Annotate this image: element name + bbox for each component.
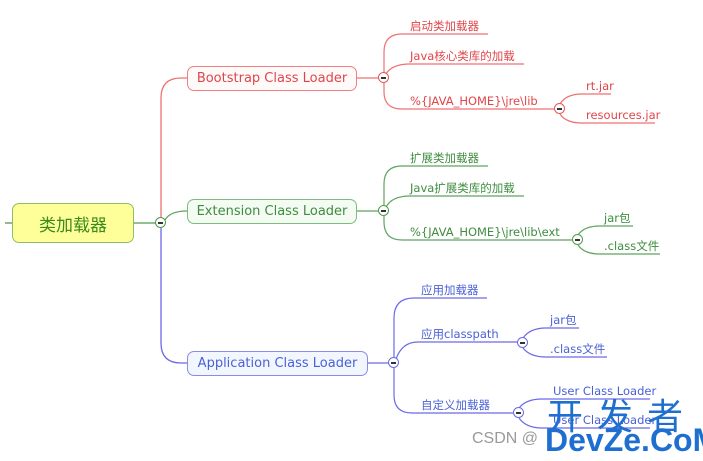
connector-a2 (395, 341, 518, 360)
leaf-user-loader-2[interactable]: User Class Loader (553, 413, 657, 427)
leaf-ext-jar[interactable]: jar包 (604, 211, 631, 225)
connector-a3 (393, 368, 513, 414)
root-node[interactable]: 类加载器 (12, 203, 134, 243)
leaf-resources-jar[interactable]: resources.jar (586, 108, 661, 122)
leaf-user-loader-1[interactable]: User Class Loader (553, 384, 657, 398)
connector-bootstrap (160, 77, 187, 218)
collapse-bootstrap-path-icon[interactable] (554, 103, 565, 114)
leaf-app-custom[interactable]: 自定义加载器 (421, 398, 490, 412)
collapse-root-icon[interactable] (155, 217, 166, 228)
collapse-bootstrap-icon[interactable] (378, 72, 389, 83)
collapse-extension-path-icon[interactable] (572, 234, 583, 245)
leaf-extension-ext[interactable]: 扩展类加载器 (410, 151, 479, 165)
leaf-extension-lib[interactable]: Java扩展类库的加载 (410, 181, 515, 195)
connector-b3b (559, 113, 655, 124)
connector-a2b (522, 347, 607, 358)
connector-b3 (383, 83, 556, 110)
connector-a2a (522, 327, 579, 339)
connector-b2 (385, 63, 524, 75)
leaf-bootstrap-path[interactable]: %{JAVA_HOME}\jre\lib (410, 94, 538, 108)
application-node[interactable]: Application Class Loader (187, 351, 368, 376)
leaf-extension-path[interactable]: %{JAVA_HOME}\jre\lib\ext (410, 225, 560, 239)
connector-b3a (559, 93, 611, 105)
leaf-app-jar[interactable]: jar包 (550, 313, 577, 327)
connector-e1 (383, 165, 488, 206)
connector-e3 (383, 216, 574, 241)
leaf-bootstrap-core[interactable]: Java核心类库的加载 (410, 49, 515, 63)
leaf-rt-jar[interactable]: rt.jar (586, 79, 614, 93)
connector-a1 (393, 297, 487, 358)
root-label: 类加载器 (39, 215, 107, 236)
leaf-ext-class[interactable]: .class文件 (604, 239, 660, 253)
collapse-application-icon[interactable] (388, 357, 399, 368)
leaf-app-loader[interactable]: 应用加载器 (421, 283, 479, 297)
bootstrap-label: Bootstrap Class Loader (196, 71, 348, 86)
extension-label: Extension Class Loader (196, 204, 348, 219)
leaf-app-class[interactable]: .class文件 (550, 342, 606, 356)
connector-extension (164, 210, 188, 221)
connector-application (160, 228, 187, 364)
connector-a3a (518, 398, 650, 409)
connector-e3a (577, 225, 633, 236)
extension-node[interactable]: Extension Class Loader (187, 199, 357, 224)
site-watermark-en: DevZe.CoM (545, 422, 703, 458)
leaf-app-classpath[interactable]: 应用classpath (421, 327, 499, 341)
connector-e2 (385, 195, 524, 208)
leaf-bootstrap-startup[interactable]: 启动类加载器 (410, 19, 479, 33)
application-label: Application Class Loader (197, 356, 358, 371)
collapse-app-custom-icon[interactable] (513, 407, 524, 418)
csdn-watermark: CSDN @ (472, 430, 539, 447)
connector-b1 (383, 33, 488, 73)
collapse-extension-icon[interactable] (378, 205, 389, 216)
connector-a3b (518, 417, 650, 429)
connector-e3b (577, 244, 660, 255)
site-watermark-cn: 开发者 (547, 397, 698, 438)
bootstrap-node[interactable]: Bootstrap Class Loader (187, 66, 357, 91)
collapse-app-classpath-icon[interactable] (517, 337, 528, 348)
